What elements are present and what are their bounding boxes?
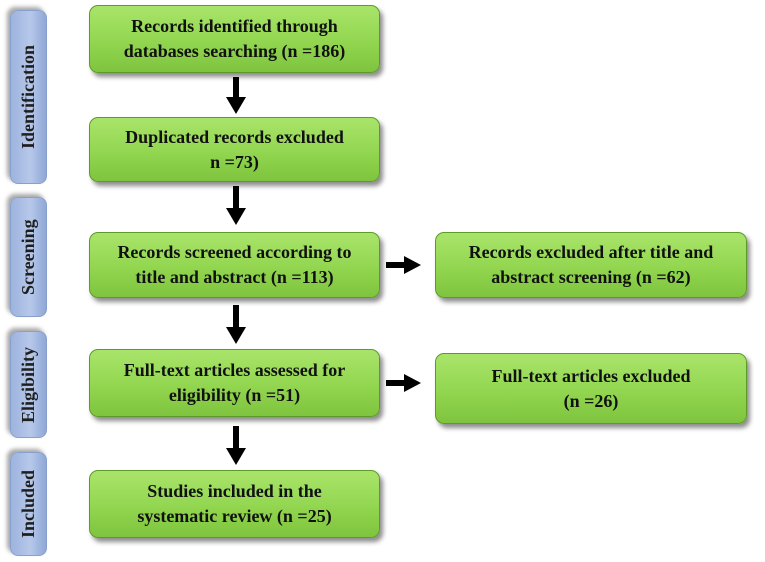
box-fulltext-assessed-line1: Full-text articles assessed for [123,360,346,381]
arrow-down-assessed-to-included [226,426,246,465]
box-records-excluded-screening: Records excluded after title and abstrac… [435,232,747,298]
box-fulltext-excluded-line2: (n =26) [563,390,619,411]
arrow-down-duplicates-to-screened [226,186,246,225]
box-records-screened-line2: title and abstract (n =113) [135,267,334,287]
box-fulltext-assessed-line2: eligibility (n =51) [168,385,301,405]
box-records-screened-line1: Records screened according to [117,242,352,263]
stage-included: Included [10,452,47,556]
box-studies-included-line1: Studies included in the [147,481,322,502]
arrow-down-identified-to-duplicates [226,77,246,114]
arrow-down-screened-to-assessed [226,305,246,344]
box-studies-included: Studies included in the systematic revie… [89,470,380,538]
box-records-excluded-screening-line1: Records excluded after title and [468,242,714,263]
stage-identification: Identification [10,10,47,184]
box-records-identified-line1: Records identified through [131,16,338,37]
box-records-identified-line2: databases searching (n =186) [123,41,346,61]
arrow-right-assessed-to-excluded [386,374,421,392]
box-records-identified: Records identified through databases sea… [89,5,380,73]
stage-screening: Screening [10,197,47,317]
box-records-excluded-screening-line2: abstract screening (n =62) [491,267,691,287]
box-fulltext-excluded: Full-text articles excluded (n =26) [435,353,747,424]
box-studies-included-line2: systematic review (n =25) [137,506,332,526]
box-fulltext-excluded-line1: Full-text articles excluded [491,365,691,386]
box-duplicates-excluded-line1: Duplicated records excluded [125,126,344,147]
box-fulltext-assessed: Full-text articles assessed for eligibil… [89,349,380,417]
box-records-screened: Records screened according to title and … [89,232,380,298]
box-duplicates-excluded: Duplicated records excluded n =73) [89,117,380,182]
stage-eligibility: Eligibility [10,331,47,438]
box-duplicates-excluded-line2: n =73) [210,151,259,172]
arrow-right-screened-to-excluded [386,256,421,274]
